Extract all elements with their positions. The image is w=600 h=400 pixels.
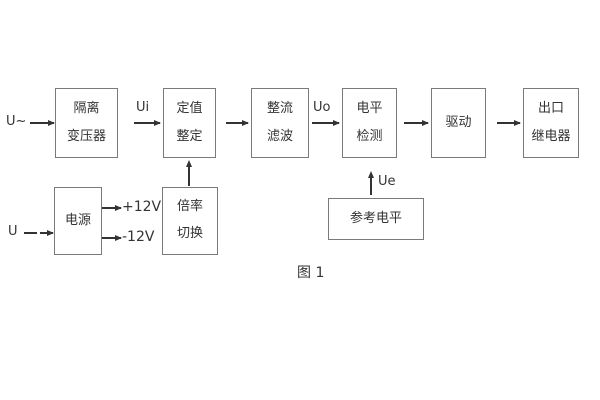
ac-input-label: U~ [6, 114, 27, 129]
figure-caption: 图 1 [297, 265, 325, 281]
signal-uo-label: Uo [313, 100, 331, 115]
arrow-ui [134, 122, 160, 124]
block-output-relay: 出口 继电器 [523, 88, 579, 158]
dc-input-label: U [8, 224, 18, 239]
arrow-ratio-to-setpoint [188, 166, 190, 186]
arrow-setpoint-to-rectifier [226, 122, 248, 124]
block-ratio-switch: 倍率 切换 [162, 187, 218, 255]
block-reference-level: 参考电平 [328, 198, 424, 240]
block-label: 检测 [356, 128, 383, 144]
plus12v-label: +12V [122, 199, 162, 215]
arrow-dc-input [40, 232, 53, 234]
block-label: 变压器 [66, 128, 106, 144]
dc-input-dash [24, 232, 37, 234]
arrow-ac-input [30, 122, 54, 124]
block-label: 出口 [537, 101, 564, 117]
block-isolation-transformer: 隔离 变压器 [55, 88, 118, 158]
block-label: 倍率 [176, 199, 203, 215]
block-rectifier-filter: 整流 滤波 [251, 88, 309, 158]
block-label: 驱动 [445, 114, 472, 130]
block-label: 定值 [176, 101, 203, 117]
block-label: 隔离 [73, 101, 100, 117]
signal-ue-label: Ue [378, 174, 396, 189]
block-level-detect: 电平 检测 [342, 88, 397, 158]
minus12v-label: -12V [122, 229, 155, 245]
block-label: 电平 [356, 101, 383, 117]
arrow-drive-to-relay [497, 122, 520, 124]
block-label: 滤波 [266, 128, 293, 144]
block-drive: 驱动 [431, 88, 486, 158]
arrow-ue [370, 177, 372, 195]
arrow-uo [312, 122, 339, 124]
signal-ui-label: Ui [136, 100, 150, 115]
arrow-minus12v [102, 237, 121, 239]
block-label: 整流 [266, 101, 293, 117]
block-setpoint-adjust: 定值 整定 [163, 88, 216, 158]
block-power-supply: 电源 [54, 187, 102, 255]
arrow-detect-to-drive [404, 122, 428, 124]
block-label: 继电器 [531, 128, 571, 144]
block-label: 电源 [64, 212, 91, 228]
block-label: 切换 [176, 226, 203, 242]
block-label: 整定 [176, 128, 203, 144]
block-label: 参考电平 [349, 210, 402, 226]
arrow-plus12v [102, 207, 121, 209]
